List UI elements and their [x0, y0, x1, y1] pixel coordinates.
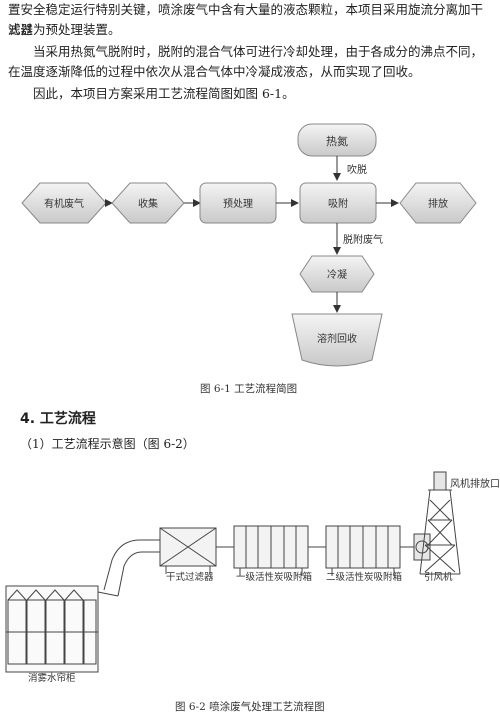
figure-2-caption: 图 6-2 喷涂废气处理工艺流程图	[175, 701, 325, 713]
desorb-label: 吹脱	[347, 163, 367, 176]
dry-filter-unit	[159, 527, 217, 574]
outlet-label: 风机排放口	[450, 477, 500, 490]
stage1-adsorber	[233, 525, 309, 576]
desorb-gas-label: 脱附废气	[343, 233, 383, 246]
discharge-node	[399, 182, 477, 224]
discharge-label: 排放	[428, 197, 448, 210]
condense-label: 冷凝	[327, 268, 347, 281]
stage2-label: 二级活性炭吸附箱	[326, 571, 402, 583]
organic-gas-label: 有机废气	[44, 197, 84, 210]
collect-label: 收集	[138, 197, 158, 210]
process-flow-diagram: 热氮 吹脱 有机废气 收集 预处理 吸附 排放 脱附废气 冷凝 溶剂回收	[21, 123, 477, 367]
stage1-label: 一级活性炭吸附箱	[236, 571, 312, 583]
solvent-recovery-label: 溶剂回收	[317, 332, 357, 345]
dry-filter-label: 干式过滤器	[166, 571, 214, 583]
stage2-adsorber	[325, 525, 401, 576]
fan-label: 引风机	[424, 571, 453, 583]
mist-curtain-label: 消雾水帘柜	[28, 672, 76, 684]
exhaust-stack-tower	[419, 471, 461, 575]
paragraph-conclusion: 因此，本项目方案采用工艺流程简图如图 6-1。	[33, 86, 295, 101]
adsorb-label: 吸附	[328, 197, 348, 210]
section-title: 4. 工艺流程	[20, 411, 96, 427]
condense-node	[299, 255, 375, 293]
equipment-diagram: 风机排放口 干式过滤器 一级活性炭吸附箱 二级活性炭吸附箱 引风机 消雾水帘柜	[5, 471, 500, 684]
mist-curtain-cabinet	[5, 585, 99, 673]
inlet-duct	[103, 539, 160, 597]
pretreat-label: 预处理	[223, 198, 253, 210]
hot-nitrogen-label: 热氮	[326, 134, 348, 148]
paragraph-line-1: 置安全稳定运行特别关键，喷涂废气中含有大量的液态颗粒，本项目采用旋流分离加干式过	[8, 2, 484, 37]
paragraph-line-2: 滤器为预处理装置。	[8, 22, 121, 37]
figure-1-caption: 图 6-1 工艺流程简图	[200, 383, 298, 395]
section-subtitle: （1）工艺流程示意图（图 6-2）	[20, 437, 195, 451]
solvent-recovery-node	[291, 313, 383, 367]
paragraph-desorption: 当采用热氮气脱附时，脱附的混合气体可进行冷却处理，由于各成分的沸点不同，在温度逐…	[8, 44, 484, 79]
